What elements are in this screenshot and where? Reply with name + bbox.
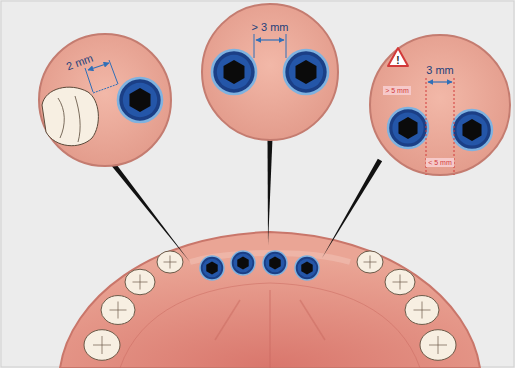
tooth bbox=[101, 296, 135, 325]
tooth bbox=[420, 330, 456, 361]
implant-symbol bbox=[295, 256, 319, 280]
implant-symbol bbox=[231, 251, 255, 275]
implant-symbol bbox=[263, 251, 287, 275]
implant-symbol bbox=[388, 108, 428, 148]
implant-symbol bbox=[200, 256, 224, 280]
pointer-line bbox=[322, 159, 382, 258]
tooth bbox=[385, 269, 415, 295]
tooth bbox=[357, 251, 383, 273]
pointer-line bbox=[108, 158, 190, 262]
tooth bbox=[125, 269, 155, 295]
svg-text:!: ! bbox=[396, 55, 399, 66]
tooth bbox=[84, 330, 120, 361]
tooth bbox=[405, 296, 439, 325]
pointer-line bbox=[268, 138, 273, 245]
implant-symbol bbox=[118, 78, 162, 122]
implant-symbol bbox=[212, 50, 256, 94]
implant-symbol bbox=[284, 50, 328, 94]
tooth bbox=[157, 251, 183, 273]
magnifier-circle bbox=[39, 34, 171, 166]
limit-label: > 5 mm bbox=[383, 86, 411, 95]
magnifier-circle bbox=[370, 35, 510, 175]
limit-label: < 5 mm bbox=[426, 158, 454, 167]
dimension-label: 3 mm bbox=[426, 65, 454, 76]
magnifier-circle bbox=[202, 4, 338, 140]
dimension-label: > 3 mm bbox=[252, 22, 289, 33]
implant-symbol bbox=[452, 110, 492, 150]
